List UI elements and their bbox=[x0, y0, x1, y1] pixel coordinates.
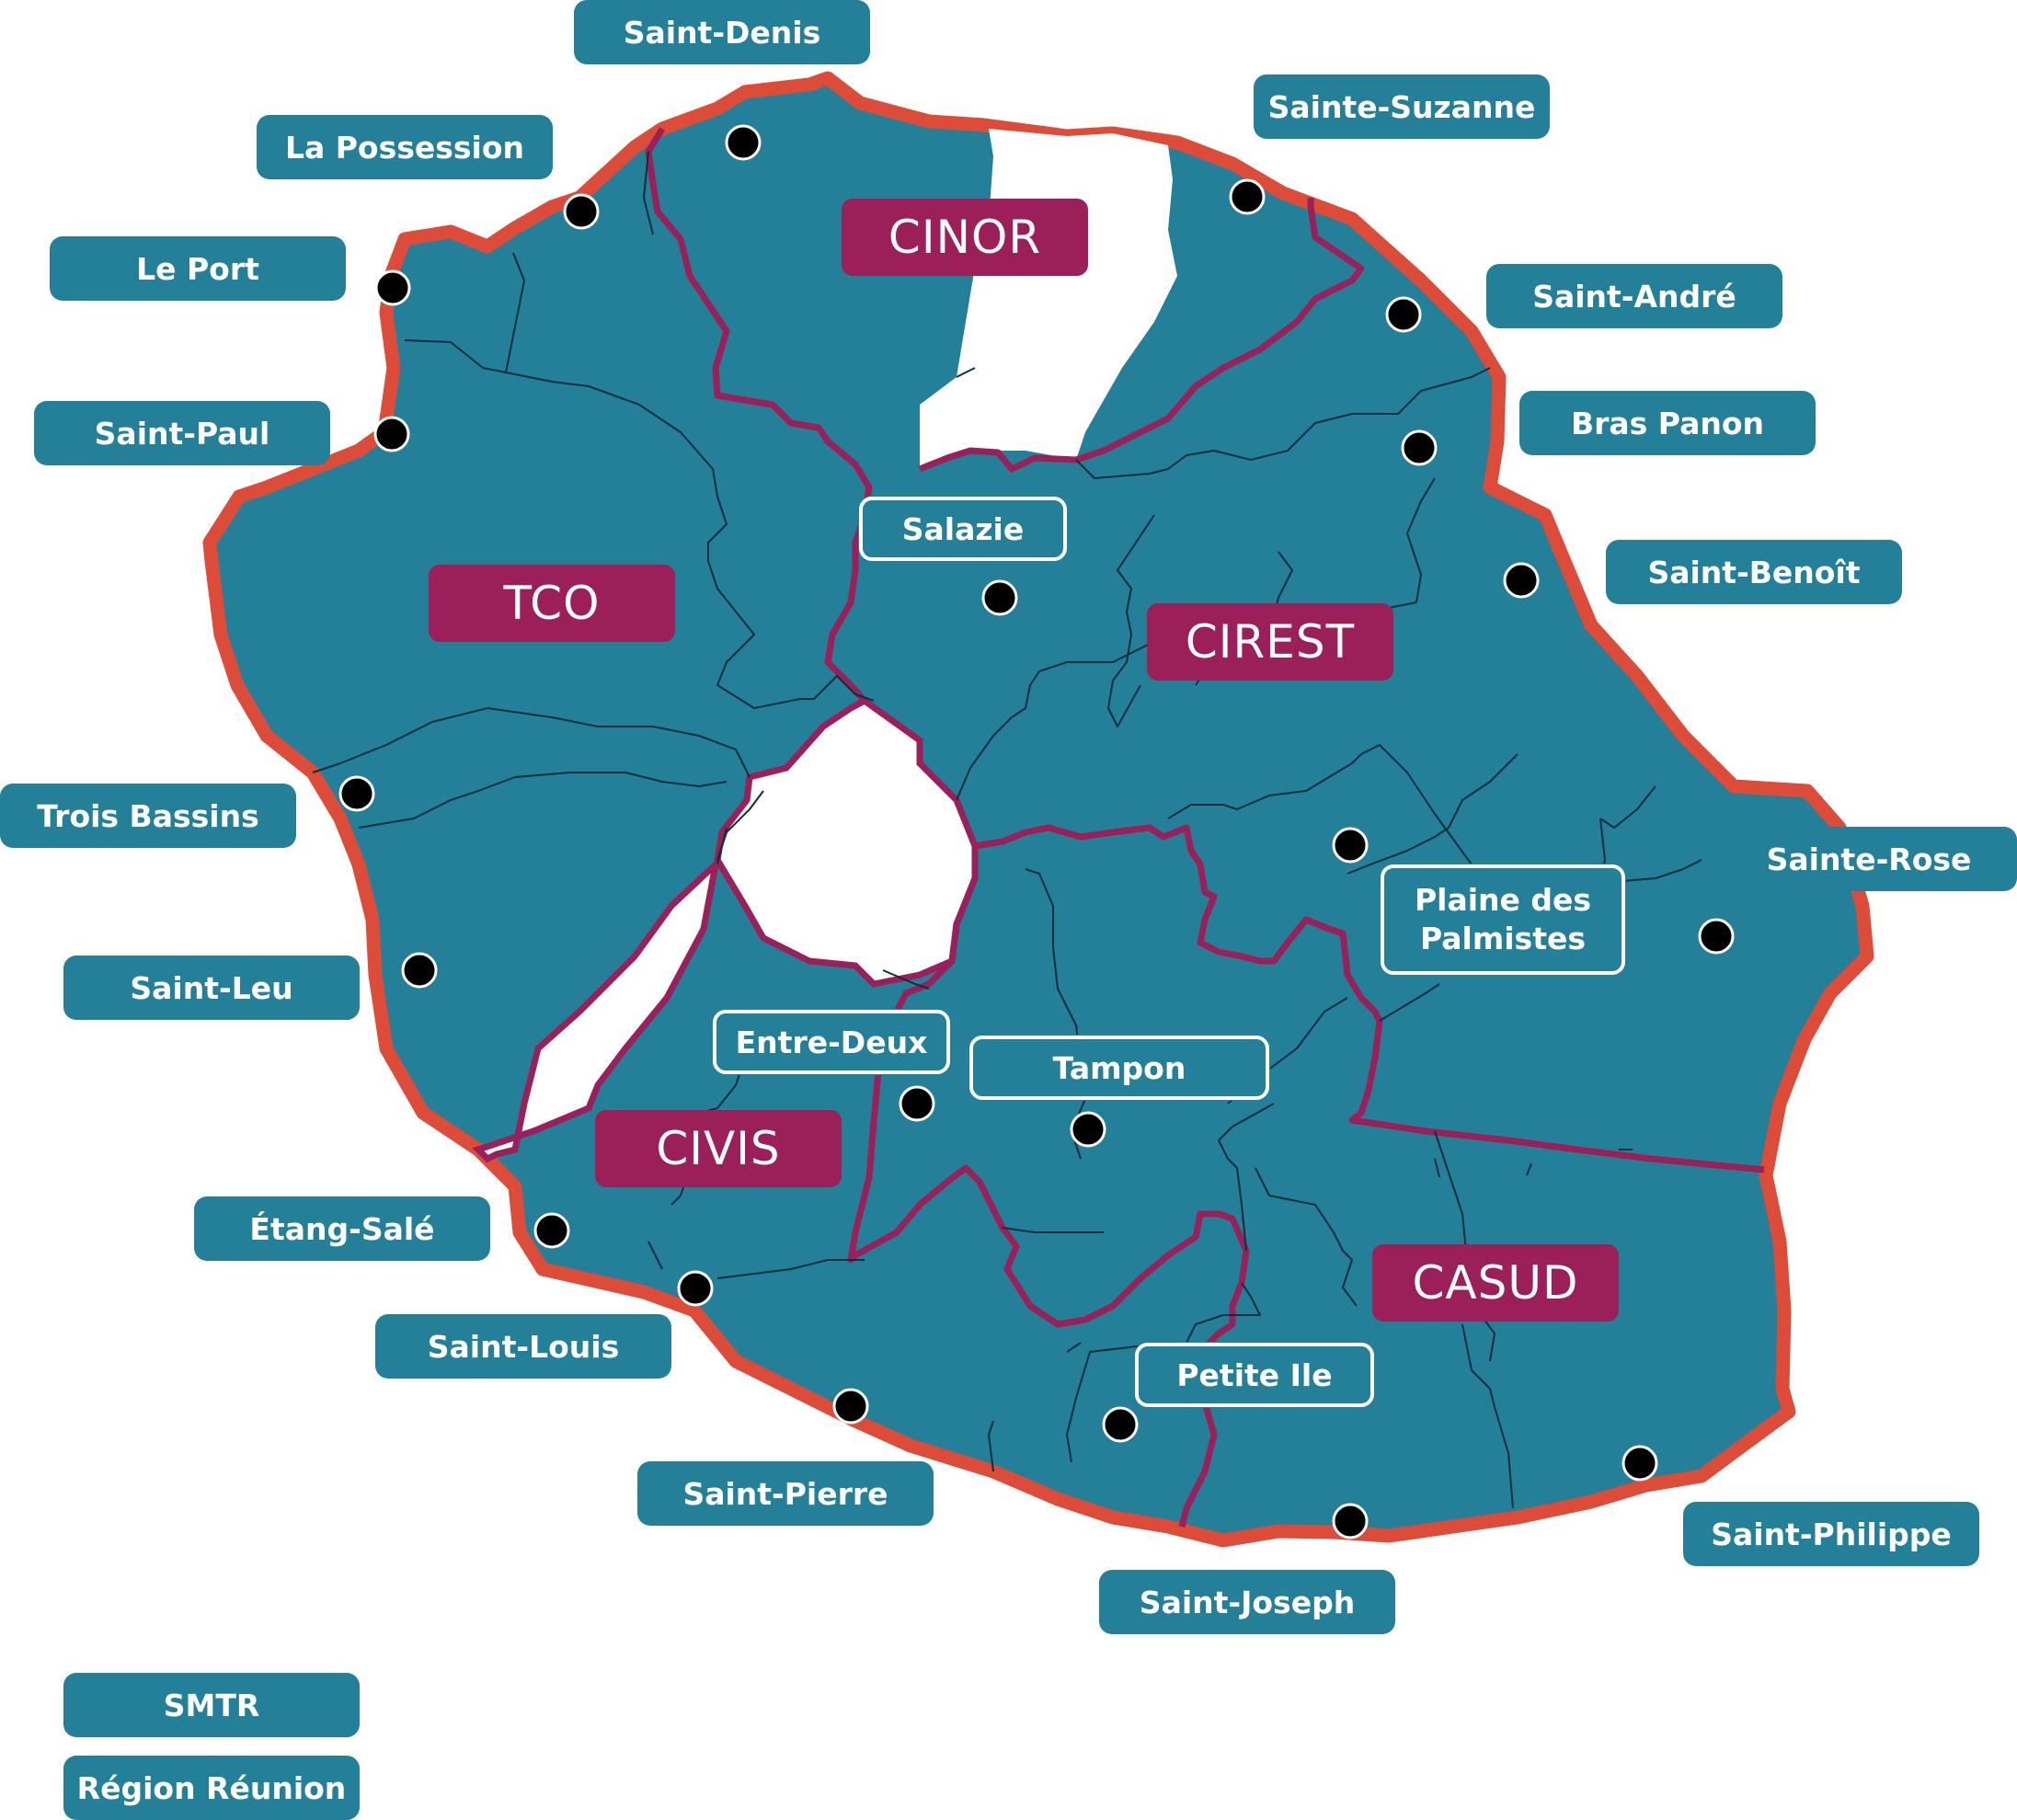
commune-label-la-possession[interactable]: La Possession bbox=[257, 115, 553, 179]
commune-label-le-port[interactable]: Le Port bbox=[50, 236, 346, 301]
commune-label-saint-philippe[interactable]: Saint-Philippe bbox=[1683, 1502, 1979, 1566]
epci-label-cinor[interactable]: CINOR bbox=[842, 199, 1088, 276]
north-void bbox=[920, 129, 1177, 469]
commune-label-trois-bassins[interactable]: Trois Bassins bbox=[0, 784, 296, 848]
commune-label-saint-pierre[interactable]: Saint-Pierre bbox=[637, 1461, 934, 1526]
commune-label-etang-sale[interactable]: Étang-Salé bbox=[194, 1196, 490, 1261]
commune-label-saint-paul[interactable]: Saint-Paul bbox=[34, 401, 330, 465]
commune-label-saint-leu[interactable]: Saint-Leu bbox=[63, 956, 360, 1020]
commune-label-petite-ile[interactable]: Petite Ile bbox=[1135, 1343, 1374, 1407]
epci-label-cirest[interactable]: CIREST bbox=[1147, 603, 1393, 681]
mafate-void bbox=[714, 696, 979, 988]
commune-borders bbox=[312, 151, 1702, 1509]
commune-label-saint-benoit[interactable]: Saint-Benoît bbox=[1606, 540, 1902, 604]
commune-label-salazie[interactable]: Salazie bbox=[859, 497, 1067, 561]
legend-smtr[interactable]: SMTR bbox=[63, 1673, 360, 1737]
commune-label-saint-andre[interactable]: Saint-André bbox=[1486, 264, 1782, 328]
west-void bbox=[472, 855, 721, 1163]
epci-label-civis[interactable]: CIVIS bbox=[595, 1110, 842, 1187]
commune-label-entre-deux[interactable]: Entre-Deux bbox=[713, 1010, 950, 1074]
commune-label-plaine-des-palmistes[interactable]: Plaine des Palmistes bbox=[1381, 864, 1625, 975]
commune-label-saint-louis[interactable]: Saint-Louis bbox=[375, 1314, 671, 1379]
commune-label-tampon[interactable]: Tampon bbox=[969, 1036, 1269, 1100]
commune-label-saint-joseph[interactable]: Saint-Joseph bbox=[1099, 1570, 1395, 1634]
commune-label-sainte-rose[interactable]: Sainte-Rose bbox=[1721, 827, 2017, 891]
epci-label-casud[interactable]: CASUD bbox=[1372, 1244, 1619, 1322]
legend-region-reunion[interactable]: Région Réunion bbox=[63, 1756, 360, 1820]
commune-markers bbox=[338, 124, 1735, 1540]
commune-label-saint-denis[interactable]: Saint-Denis bbox=[574, 0, 870, 64]
epci-label-tco[interactable]: TCO bbox=[429, 565, 675, 642]
commune-label-sainte-suzanne[interactable]: Sainte-Suzanne bbox=[1254, 74, 1550, 139]
commune-label-bras-panon[interactable]: Bras Panon bbox=[1519, 391, 1816, 455]
